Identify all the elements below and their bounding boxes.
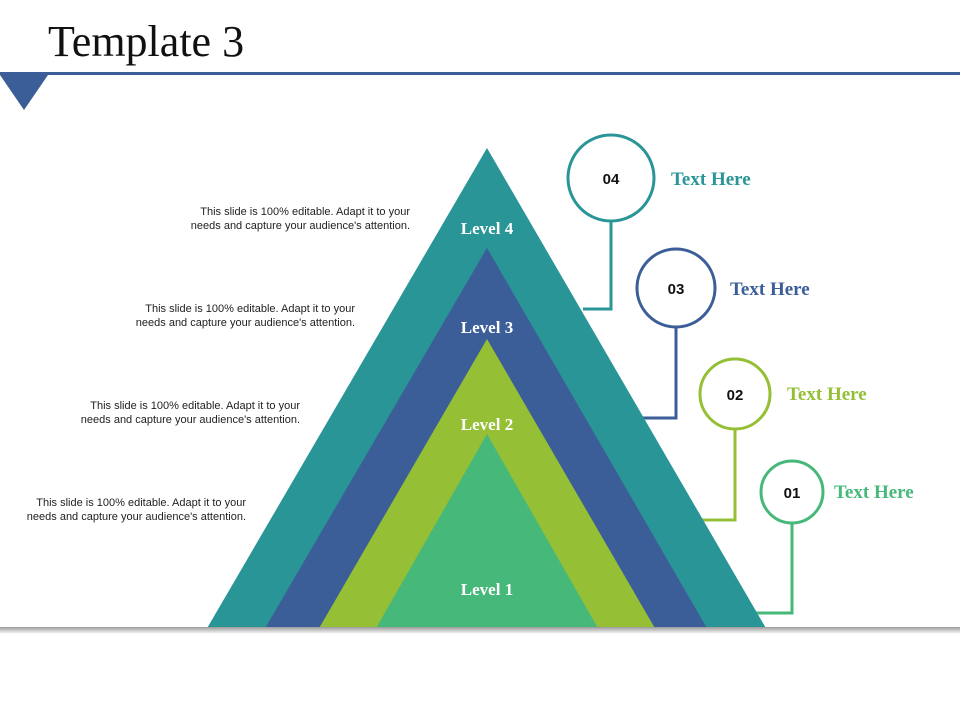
level-4-label: Level 4 (461, 219, 514, 238)
number-circle-01 (759, 459, 825, 525)
heading-level-3: Text Here (730, 279, 810, 300)
description-level-3: This slide is 100% editable. Adapt it to… (135, 303, 355, 329)
level-1-label: Level 1 (461, 580, 513, 599)
page-title: Template 3 (48, 17, 245, 66)
number-01: 01 (784, 485, 801, 502)
number-circle-03 (635, 247, 717, 329)
heading-level-4: Text Here (671, 169, 751, 190)
header-triangle-marker (0, 75, 48, 110)
number-04: 04 (603, 171, 620, 188)
level-2-label: Level 2 (461, 415, 513, 434)
header-line (0, 72, 960, 75)
number-03: 03 (668, 281, 685, 298)
description-level-2: This slide is 100% editable. Adapt it to… (80, 400, 300, 426)
heading-level-1: Text Here (834, 482, 914, 503)
number-circle-04 (566, 133, 656, 223)
description-level-1: This slide is 100% editable. Adapt it to… (26, 497, 246, 523)
connector-level-4 (583, 222, 613, 311)
pyramid-level-1 (375, 434, 599, 630)
number-circle-02 (698, 357, 772, 431)
description-level-4: This slide is 100% editable. Adapt it to… (190, 206, 410, 232)
heading-level-2: Text Here (787, 384, 867, 405)
level-3-label: Level 3 (461, 318, 513, 337)
number-02: 02 (727, 387, 744, 404)
base-shadow (0, 627, 960, 634)
